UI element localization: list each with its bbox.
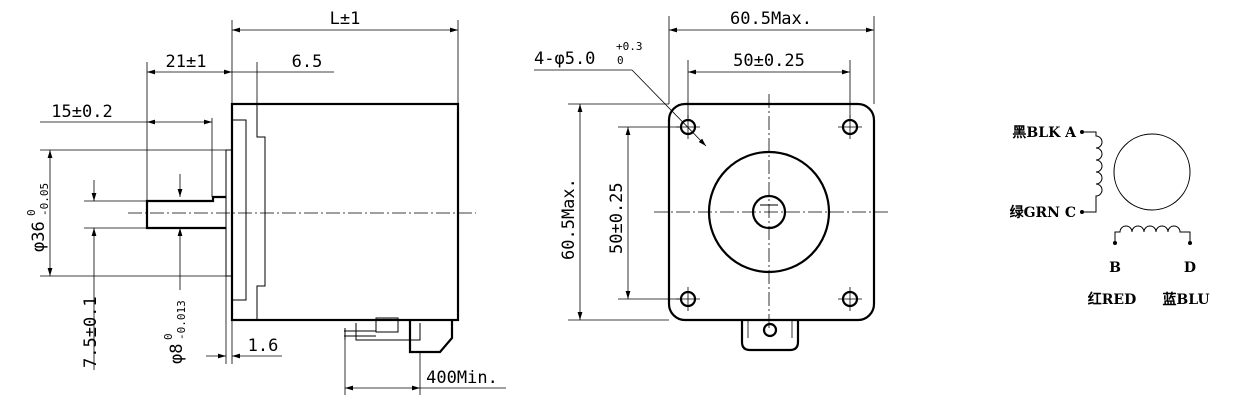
terminal-dot	[1188, 241, 1192, 245]
dim-shaft-diameter: φ8 0 -0.013	[162, 300, 188, 364]
end-cap-profile	[256, 104, 266, 320]
dim-hole-pitch-v: 50±0.25	[607, 182, 627, 254]
shaft	[145, 195, 226, 230]
boss-circle	[707, 150, 831, 274]
mount-hole	[838, 287, 862, 311]
motor-body	[230, 102, 460, 322]
dim-hole-pitch-h: 50±0.25	[733, 51, 805, 71]
dim-mount-holes: 4-φ5.0 +0.3 0	[534, 40, 643, 69]
dim-flat-length: 15±0.2	[51, 102, 112, 122]
wire-label-c: 绿GRN C	[1010, 204, 1076, 221]
terminal-dot	[1080, 210, 1084, 214]
dim-max-height: 60.5Max.	[559, 178, 579, 260]
dim-length: L±1	[330, 9, 361, 29]
svg-text:0: 0	[162, 333, 175, 340]
wire-color-d: 蓝BLU	[1162, 291, 1209, 308]
dim-boss-depth: 6.5	[292, 52, 323, 72]
svg-text:-0.05: -0.05	[38, 183, 51, 216]
wire-color-b: 红RED	[1088, 291, 1136, 308]
svg-text:+0.3: +0.3	[616, 40, 643, 53]
wire-label-b: B	[1109, 260, 1121, 276]
coil-b-d	[1114, 225, 1191, 242]
dim-flat-height: 7.5±0.1	[81, 296, 101, 368]
dim-shaft-length: 21±1	[166, 52, 207, 72]
coil-a-c	[1082, 131, 1103, 213]
dim-leader	[631, 69, 707, 147]
wiring-diagram: 黑BLK A 绿GRN C B D 红RED 蓝BLU	[1010, 125, 1210, 308]
rotor-symbol	[1113, 133, 1191, 211]
wire-label-d: D	[1184, 260, 1196, 276]
side-view: L±1 21±1 6.5 15±0.2 φ36 0 -0.05 7.5±0.1	[25, 9, 506, 395]
connector-latch	[408, 320, 454, 354]
mount-hole	[838, 115, 862, 139]
svg-text:-0.013: -0.013	[175, 300, 188, 340]
svg-text:0: 0	[617, 54, 624, 67]
dim-lead-length: 400Min.	[426, 368, 498, 388]
svg-text:4-φ5.0: 4-φ5.0	[534, 49, 595, 69]
dim-max-width: 60.5Max.	[730, 9, 812, 29]
connector-pin-block	[375, 317, 399, 333]
svg-text:φ36: φ36	[29, 221, 49, 252]
wire-label-a: 黑BLK A	[1012, 125, 1077, 141]
dim-boss-diameter: φ36 0 -0.05	[25, 183, 51, 252]
terminal-dot	[1113, 241, 1117, 245]
svg-text:0: 0	[25, 209, 38, 216]
dim-boss-thickness: 1.6	[248, 336, 279, 356]
svg-text:φ8: φ8	[167, 344, 187, 364]
terminal-dot	[1080, 130, 1084, 134]
connector-tab-hole	[762, 322, 778, 338]
front-view: 4-φ5.0 +0.3 0 60.5Max. 50±0.25 60.5Max. …	[534, 9, 890, 352]
flange-step	[232, 119, 247, 301]
connector-tab	[740, 320, 800, 352]
shaft-circle	[751, 194, 787, 230]
